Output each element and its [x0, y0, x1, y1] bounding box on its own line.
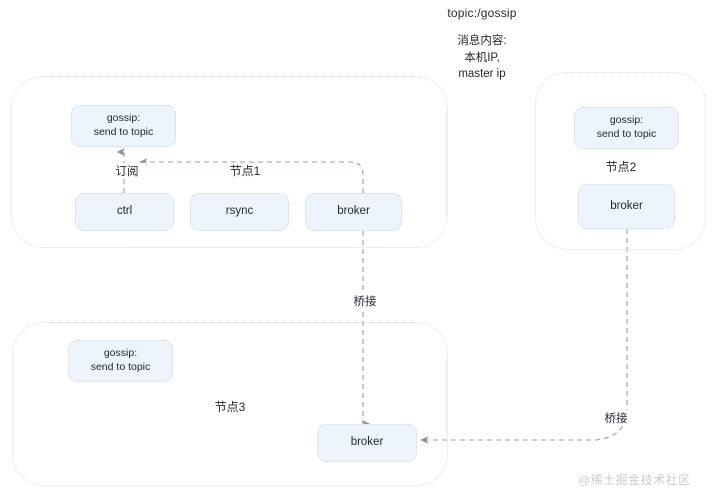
message-content-note: 消息内容: 本机IP, master ip	[457, 35, 507, 81]
box-node2-gossip[interactable]: gossip: send to topic	[574, 107, 679, 149]
edge-label-bridge-node1-node3: 桥接	[345, 293, 385, 309]
topic-note: topic:/gossip	[447, 6, 517, 20]
box-node2-broker-label: broker	[610, 199, 643, 212]
group-node3	[12, 322, 448, 486]
box-node2-broker[interactable]: broker	[578, 184, 675, 229]
box-node3-broker-label: broker	[350, 436, 384, 449]
box-node1-gossip-label: gossip: send to topic	[93, 112, 154, 138]
edge-label-bridge-node2-node3: 桥接	[596, 410, 636, 426]
box-node1-gossip[interactable]: gossip: send to topic	[71, 105, 176, 147]
box-node1-ctrl-label: ctrl	[116, 205, 133, 218]
box-node2-gossip-label: gossip: send to topic	[596, 114, 657, 140]
group-node2-label: 节点2	[605, 160, 637, 174]
box-node3-gossip[interactable]: gossip: send to topic	[68, 340, 173, 382]
box-node1-ctrl[interactable]: ctrl	[75, 193, 174, 231]
watermark: @稀土掘金技术社区	[578, 473, 691, 487]
group-node3-label: 节点3	[214, 400, 246, 414]
group-node2	[535, 72, 706, 250]
box-node3-gossip-label: gossip: send to topic	[90, 347, 151, 373]
group-node1-label: 节点1	[229, 164, 261, 178]
box-node1-broker-label: broker	[337, 205, 370, 218]
box-node1-rsync[interactable]: rsync	[190, 193, 289, 231]
box-node1-rsync-label: rsync	[225, 205, 254, 218]
edge-bridge-node2-node3	[419, 229, 628, 444]
group-node1	[11, 76, 448, 248]
box-node3-broker[interactable]: broker	[317, 424, 417, 462]
box-node1-broker[interactable]: broker	[305, 193, 402, 231]
edge-label-subscribe: 订阅	[108, 163, 146, 179]
